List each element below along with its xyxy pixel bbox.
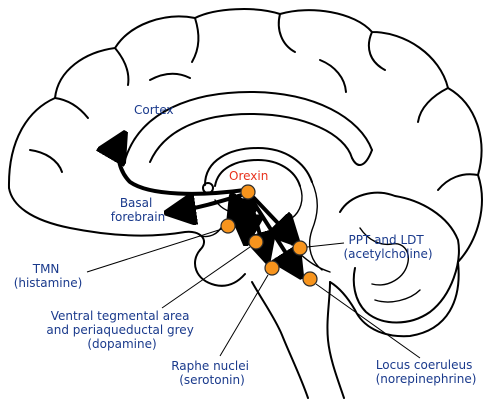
cerebellum-inner-fold-2 <box>374 289 421 303</box>
arrow-to-cortex <box>118 138 247 196</box>
sulcus-5 <box>367 31 386 71</box>
arrow-to-vta <box>246 198 248 238</box>
frontal-lower-outline <box>8 187 205 251</box>
label-raphe: Raphe nuclei (serotonin) <box>171 359 253 387</box>
sulcus-8 <box>29 149 63 173</box>
label-orexin: Orexin <box>229 169 268 183</box>
cerebellum-outline <box>339 191 460 324</box>
sulcus-1 <box>54 97 89 119</box>
fornix-inner <box>214 159 301 187</box>
orexin-nucleus <box>240 184 256 200</box>
sulcus-9 <box>149 72 191 81</box>
arrow-to-ppt-ldt <box>252 196 294 240</box>
sulcus-7 <box>437 173 479 191</box>
raphe-nucleus <box>264 260 280 276</box>
arrow-to-basal-forebrain <box>172 192 247 212</box>
leader-tmn <box>86 228 223 273</box>
sulcus-4 <box>277 13 296 53</box>
label-locus: Locus coeruleus (norepinephrine) <box>376 358 477 386</box>
sulcus-10 <box>319 59 347 93</box>
sulcus-2 <box>114 47 130 86</box>
ppt-ldt-nucleus <box>292 240 308 256</box>
fornix-outer <box>204 147 313 186</box>
leader-vta <box>161 246 251 309</box>
label-basal-forebrain: Basal forebrain <box>111 196 165 224</box>
arrow-to-tmn <box>232 198 246 220</box>
arrow-to-raphe <box>250 198 266 256</box>
label-vta-pag: Ventral tegmental area and periaqueducta… <box>46 309 197 351</box>
leader-locus <box>315 283 421 359</box>
midbrain-contour <box>308 181 323 271</box>
cerebellum-inner-fold <box>359 227 409 286</box>
leader-ppt-ldt <box>306 242 345 248</box>
label-tmn: TMN (histamine) <box>14 262 83 290</box>
label-ppt-ldt: PPT and LDT (acetylcholine) <box>343 233 432 261</box>
leader-raphe <box>219 274 269 357</box>
brainstem-left-outline <box>251 281 309 399</box>
corpus-callosum-splenium <box>351 149 373 166</box>
sulcus-3 <box>191 17 200 63</box>
label-cortex: Cortex <box>134 103 174 117</box>
vta-nucleus <box>248 234 264 250</box>
sulcus-6 <box>417 87 449 123</box>
brainstem-right-outline <box>326 281 345 399</box>
corpus-callosum-inner <box>149 113 353 163</box>
tmn-nucleus <box>220 218 236 234</box>
brain-outline <box>7 8 483 338</box>
corpus-callosum-outer <box>124 91 373 161</box>
temporal-outline <box>194 249 246 287</box>
locus-nucleus <box>302 271 318 287</box>
